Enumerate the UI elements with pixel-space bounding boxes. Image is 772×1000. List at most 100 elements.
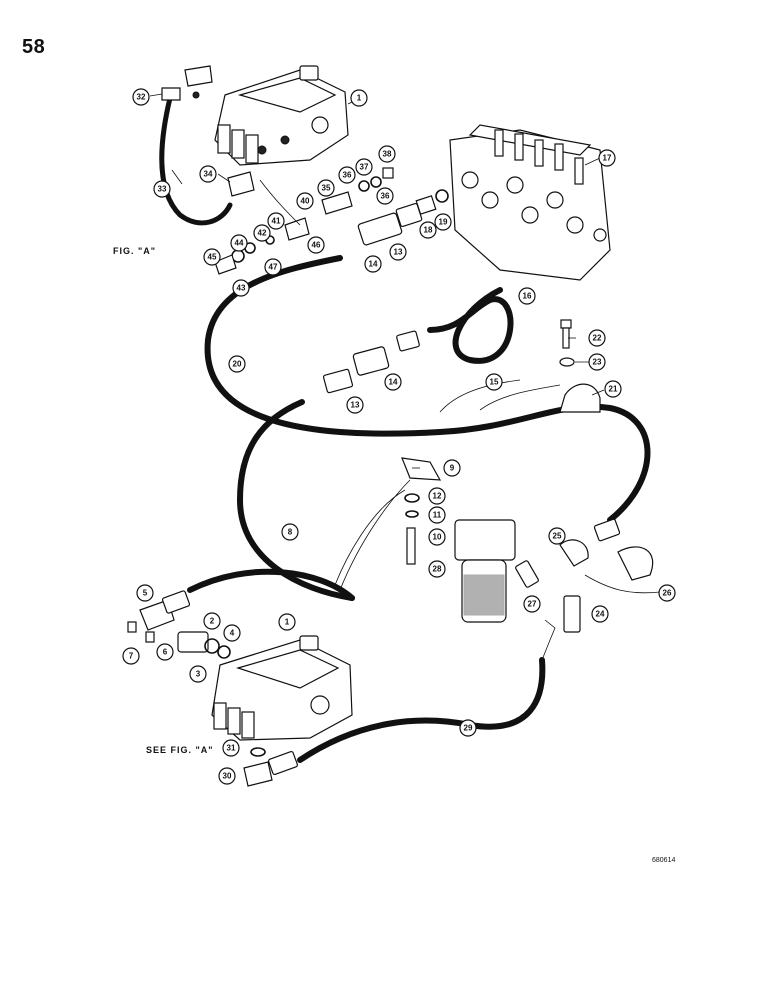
- callout-33: 33: [153, 180, 171, 198]
- callout-28: 28: [428, 560, 446, 578]
- hose-8: [236, 399, 355, 601]
- svg-text:19: 19: [439, 218, 448, 227]
- svg-text:7: 7: [129, 652, 134, 661]
- svg-text:1: 1: [357, 94, 362, 103]
- callout-37: 37: [355, 158, 373, 176]
- hoses: [159, 95, 651, 763]
- svg-text:31: 31: [227, 744, 236, 753]
- callout-10: 10: [428, 528, 446, 546]
- callout-4: 4: [223, 624, 241, 642]
- callout-29: 29: [459, 719, 477, 737]
- callout-13-top: 13: [389, 243, 407, 261]
- svg-text:1: 1: [285, 618, 290, 627]
- callout-5: 5: [136, 584, 154, 602]
- callout-22: 22: [588, 329, 606, 347]
- callout-43: 43: [232, 279, 250, 297]
- callout-26: 26: [658, 584, 676, 602]
- hose-8-lower: [187, 568, 355, 601]
- svg-text:42: 42: [258, 229, 267, 238]
- svg-text:12: 12: [433, 492, 442, 501]
- callout-6: 6: [156, 643, 174, 661]
- callout-7: 7: [122, 647, 140, 665]
- callout-21: 21: [604, 380, 622, 398]
- callout-36-b: 36: [376, 187, 394, 205]
- callout-41: 41: [267, 212, 285, 230]
- svg-text:14: 14: [369, 260, 378, 269]
- callout-1-bottom: 1: [278, 613, 296, 631]
- callout-18: 18: [419, 221, 437, 239]
- callout-20: 20: [228, 355, 246, 373]
- callout-13-middle: 13: [346, 396, 364, 414]
- callout-42: 42: [253, 224, 271, 242]
- valve-body-bottom: [127, 590, 353, 787]
- callout-36-a: 36: [338, 166, 356, 184]
- svg-text:10: 10: [433, 533, 442, 542]
- svg-text:20: 20: [233, 360, 242, 369]
- callout-24: 24: [591, 605, 609, 623]
- svg-text:14: 14: [389, 378, 398, 387]
- svg-text:5: 5: [143, 589, 148, 598]
- hardware-right: [559, 319, 601, 413]
- svg-text:47: 47: [269, 263, 278, 272]
- document-code: 680614: [652, 857, 676, 864]
- middle-coupling: [322, 330, 420, 394]
- callout-19: 19: [434, 213, 452, 231]
- callout-47: 47: [264, 258, 282, 276]
- callout-45: 45: [203, 248, 221, 266]
- svg-text:26: 26: [663, 589, 672, 598]
- svg-text:18: 18: [424, 226, 433, 235]
- callout-9: 9: [443, 459, 461, 477]
- svg-text:17: 17: [603, 154, 612, 163]
- hose-33: [159, 95, 233, 226]
- svg-text:46: 46: [312, 241, 321, 250]
- svg-text:33: 33: [158, 185, 167, 194]
- callout-12: 12: [428, 487, 446, 505]
- callout-30: 30: [218, 767, 236, 785]
- svg-text:22: 22: [593, 334, 602, 343]
- callout-44: 44: [230, 234, 248, 252]
- svg-text:24: 24: [596, 610, 605, 619]
- svg-text:16: 16: [523, 292, 532, 301]
- svg-text:32: 32: [137, 93, 146, 102]
- callout-46: 46: [307, 236, 325, 254]
- callout-11: 11: [428, 506, 446, 524]
- see-figure-a-label: SEE FIG. "A": [146, 745, 214, 755]
- svg-text:43: 43: [237, 284, 246, 293]
- callout-27: 27: [523, 595, 541, 613]
- callout-14-middle: 14: [384, 373, 402, 391]
- callout-16: 16: [518, 287, 536, 305]
- svg-text:44: 44: [235, 239, 244, 248]
- svg-text:41: 41: [272, 217, 281, 226]
- callout-34: 34: [199, 165, 217, 183]
- callout-8: 8: [281, 523, 299, 541]
- svg-text:36: 36: [381, 192, 390, 201]
- svg-text:29: 29: [464, 724, 473, 733]
- svg-text:11: 11: [433, 511, 442, 520]
- svg-text:30: 30: [223, 772, 232, 781]
- svg-text:34: 34: [204, 170, 213, 179]
- svg-text:9: 9: [450, 464, 455, 473]
- svg-text:35: 35: [322, 184, 331, 193]
- svg-text:21: 21: [609, 385, 618, 394]
- svg-text:45: 45: [208, 253, 217, 262]
- leader-lines: [149, 93, 661, 661]
- svg-text:28: 28: [433, 565, 442, 574]
- callout-38: 38: [378, 145, 396, 163]
- svg-text:40: 40: [301, 197, 310, 206]
- svg-text:13: 13: [394, 248, 403, 257]
- fig-a-fittings: [214, 167, 449, 275]
- callout-14-top: 14: [364, 255, 382, 273]
- callout-15: 15: [485, 373, 503, 391]
- callout-1-top: 1: [350, 89, 368, 107]
- svg-text:36: 36: [343, 171, 352, 180]
- svg-text:38: 38: [383, 150, 392, 159]
- svg-text:23: 23: [593, 358, 602, 367]
- callout-35: 35: [317, 179, 335, 197]
- callout-32: 32: [132, 88, 150, 106]
- callout-31: 31: [222, 739, 240, 757]
- svg-text:3: 3: [196, 670, 201, 679]
- svg-text:8: 8: [288, 528, 293, 537]
- svg-text:13: 13: [351, 401, 360, 410]
- svg-text:15: 15: [490, 378, 499, 387]
